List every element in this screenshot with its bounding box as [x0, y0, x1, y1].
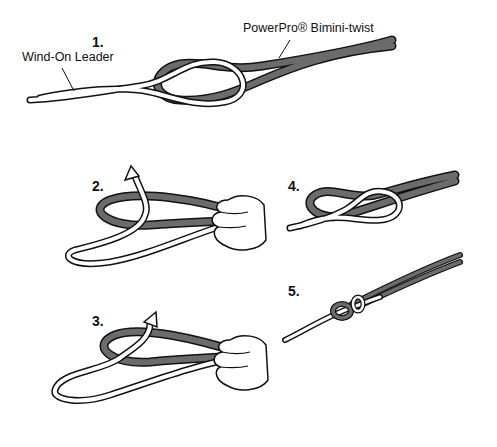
step-number: 3. [92, 313, 104, 330]
step-number: 4. [288, 178, 300, 195]
step-number: 5. [288, 283, 300, 300]
step-number: 2. [92, 178, 104, 195]
part-label: PowerPro® Bimini-twist [243, 21, 374, 36]
step-number: 1. [92, 34, 104, 51]
part-label: Wind-On Leader [22, 50, 114, 65]
